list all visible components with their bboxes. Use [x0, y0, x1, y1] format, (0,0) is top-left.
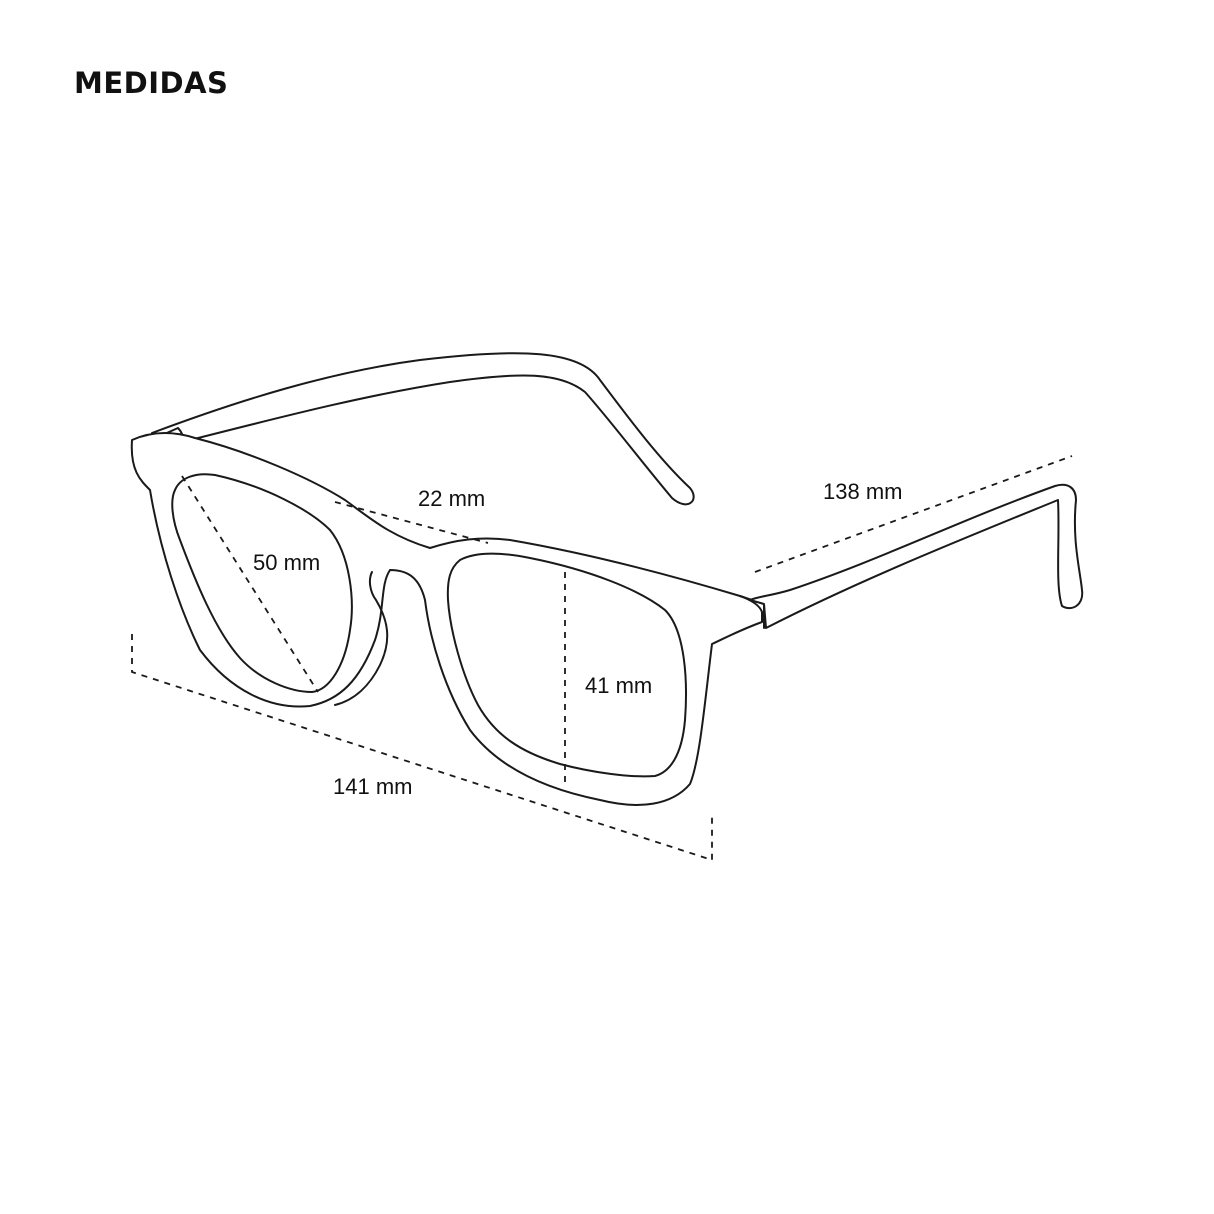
temple-length-dimension-line	[754, 455, 1073, 573]
frame-width-label: 141 mm	[333, 774, 413, 799]
left-lens	[171, 473, 353, 693]
page-title: MEDIDAS	[74, 66, 229, 100]
lens-diagonal-label: 50 mm	[253, 550, 321, 575]
bridge-width-label: 22 mm	[418, 486, 486, 511]
lens-height-label: 41 mm	[585, 673, 653, 698]
bridge-dimension-line	[334, 501, 489, 544]
temple-length-label: 138 mm	[823, 479, 903, 504]
right-lens	[446, 552, 687, 778]
near-temple-arm	[749, 483, 1084, 629]
front-frame	[130, 431, 765, 806]
nose-pad	[334, 571, 389, 706]
